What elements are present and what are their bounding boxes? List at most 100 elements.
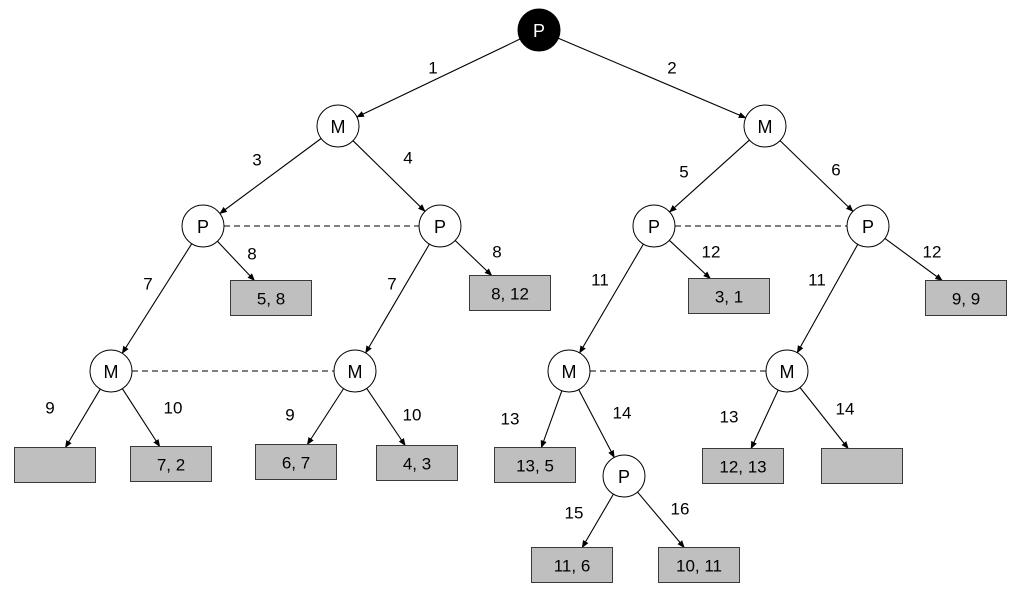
- node-circle: [602, 454, 646, 498]
- payoff-leaf-l_blank2: [821, 448, 903, 484]
- edge-m1-to-p1: [219, 138, 322, 214]
- edge-mc-to-l_135: [540, 390, 563, 449]
- player-label: M: [758, 117, 773, 137]
- node-circle: [333, 349, 377, 393]
- payoff-leaf-l_116: 11, 6: [531, 547, 613, 583]
- edge-label-m1-to-p2: 4: [403, 149, 412, 168]
- payoff-box: [130, 446, 212, 482]
- node-circle: [181, 204, 225, 248]
- player-label: M: [348, 362, 363, 382]
- edge-root-to-m2: [558, 37, 747, 119]
- player-label: M: [562, 362, 577, 382]
- payoff-leaf-l_43: 4, 3: [376, 445, 458, 481]
- edge-root-to-m1: [356, 38, 521, 118]
- decision-node-m1: M: [316, 104, 360, 148]
- payoff-box: [376, 445, 458, 481]
- edge-label-mc-to-p5: 14: [613, 404, 632, 423]
- edge-m2-to-p3: [669, 139, 750, 213]
- edge-p1-to-ma: [121, 243, 193, 354]
- payoff-box: [821, 448, 903, 484]
- payoff-leaf-l_135: 13, 5: [494, 447, 576, 483]
- payoff-box: [230, 280, 312, 316]
- information-set-layer: [132, 225, 847, 372]
- edge-p3-to-l_31: [668, 239, 711, 280]
- edge-ma-to-l_blank1: [64, 388, 101, 449]
- decision-node-ma: M: [89, 349, 133, 393]
- payoff-text: 4, 3: [403, 455, 431, 474]
- payoff-text: 6, 7: [282, 454, 310, 473]
- edge-label-m1-to-p1: 3: [252, 151, 261, 170]
- node-circle: [517, 8, 561, 52]
- edge-p5-to-l_116: [581, 493, 614, 549]
- payoff-text: 7, 2: [157, 456, 185, 475]
- payoff-text: 13, 5: [516, 457, 554, 476]
- payoff-text: 12, 13: [719, 458, 766, 477]
- edge-label-p2-to-l_812: 8: [492, 243, 501, 262]
- edge-label-ma-to-l_72: 10: [164, 399, 183, 418]
- payoff-text: 10, 11: [676, 557, 722, 576]
- edge-label-md-to-l_1213: 13: [720, 408, 739, 427]
- payoff-leaf-l_31: 3, 1: [688, 278, 770, 314]
- edge-label-m2-to-p4: 6: [831, 161, 840, 180]
- payoff-box: [925, 280, 1007, 316]
- player-label: P: [197, 217, 209, 237]
- edge-p5-to-l_1011: [637, 491, 685, 549]
- edge-p1-to-l_58: [217, 240, 256, 282]
- payoff-text: 11, 6: [554, 557, 591, 576]
- payoff-box: [531, 547, 613, 583]
- payoff-leaf-l_1011: 10, 11: [658, 547, 740, 583]
- edge-label-m2-to-p3: 5: [679, 163, 688, 182]
- payoff-leaf-l_1213: 12, 13: [702, 448, 784, 484]
- edge-label-p5-to-l_1011: 16: [671, 500, 690, 519]
- player-label: P: [434, 217, 446, 237]
- edge-md-to-l_1213: [750, 389, 779, 450]
- payoff-box: [658, 547, 740, 583]
- decision-node-p2: P: [418, 204, 462, 248]
- player-label: M: [104, 362, 119, 382]
- edge-label-p3-to-mc: 11: [591, 271, 609, 290]
- payoff-box: [255, 444, 337, 480]
- payoff-leaf-l_72: 7, 2: [130, 446, 212, 482]
- payoff-text: 5, 8: [257, 290, 285, 309]
- node-circle: [547, 349, 591, 393]
- edge-ma-to-l_72: [121, 388, 161, 448]
- edge-label-ma-to-l_blank1: 9: [45, 399, 54, 418]
- edge-label-mb-to-l_67: 9: [285, 406, 294, 425]
- player-label: M: [331, 117, 346, 137]
- edge-label-p1-to-ma: 7: [143, 275, 152, 294]
- edge-m1-to-p2: [352, 140, 426, 212]
- node-circle: [418, 204, 462, 248]
- payoff-leaf-l_812: 8, 12: [469, 275, 551, 311]
- decision-node-md: M: [765, 349, 809, 393]
- edge-label-mc-to-l_135: 13: [501, 410, 520, 429]
- edge-label-mb-to-l_43: 10: [403, 406, 422, 425]
- edge-p4-to-md: [796, 244, 859, 354]
- payoff-text: 9, 9: [952, 290, 980, 309]
- payoff-box: [469, 275, 551, 311]
- edge-label-p2-to-mb: 7: [387, 275, 396, 294]
- edge-label-root-to-m1: 1: [428, 59, 437, 78]
- decision-node-p3: P: [632, 204, 676, 248]
- payoff-box: [688, 278, 770, 314]
- decision-node-p1: P: [181, 204, 225, 248]
- edge-mb-to-l_67: [306, 388, 345, 446]
- edge-mc-to-p5: [578, 389, 615, 459]
- decision-node-p5: P: [602, 454, 646, 498]
- node-circle: [765, 349, 809, 393]
- node-circle: [743, 104, 787, 148]
- node-circle: [316, 104, 360, 148]
- node-layer: P M M P P P P M M M M P 5, 8 8, 12 3, 1 9, 9 7, 2 6, 7 4, …: [14, 8, 1007, 583]
- payoff-leaf-l_58: 5, 8: [230, 280, 312, 316]
- node-circle: [632, 204, 676, 248]
- edge-p2-to-l_812: [454, 240, 493, 277]
- node-circle: [89, 349, 133, 393]
- edge-label-p4-to-md: 11: [808, 271, 826, 290]
- node-circle: [846, 204, 890, 248]
- decision-node-mc: M: [547, 349, 591, 393]
- edge-p3-to-mc: [579, 243, 644, 354]
- edge-label-p3-to-l_31: 12: [702, 243, 721, 262]
- decision-node-p4: P: [846, 204, 890, 248]
- player-label: P: [533, 21, 545, 41]
